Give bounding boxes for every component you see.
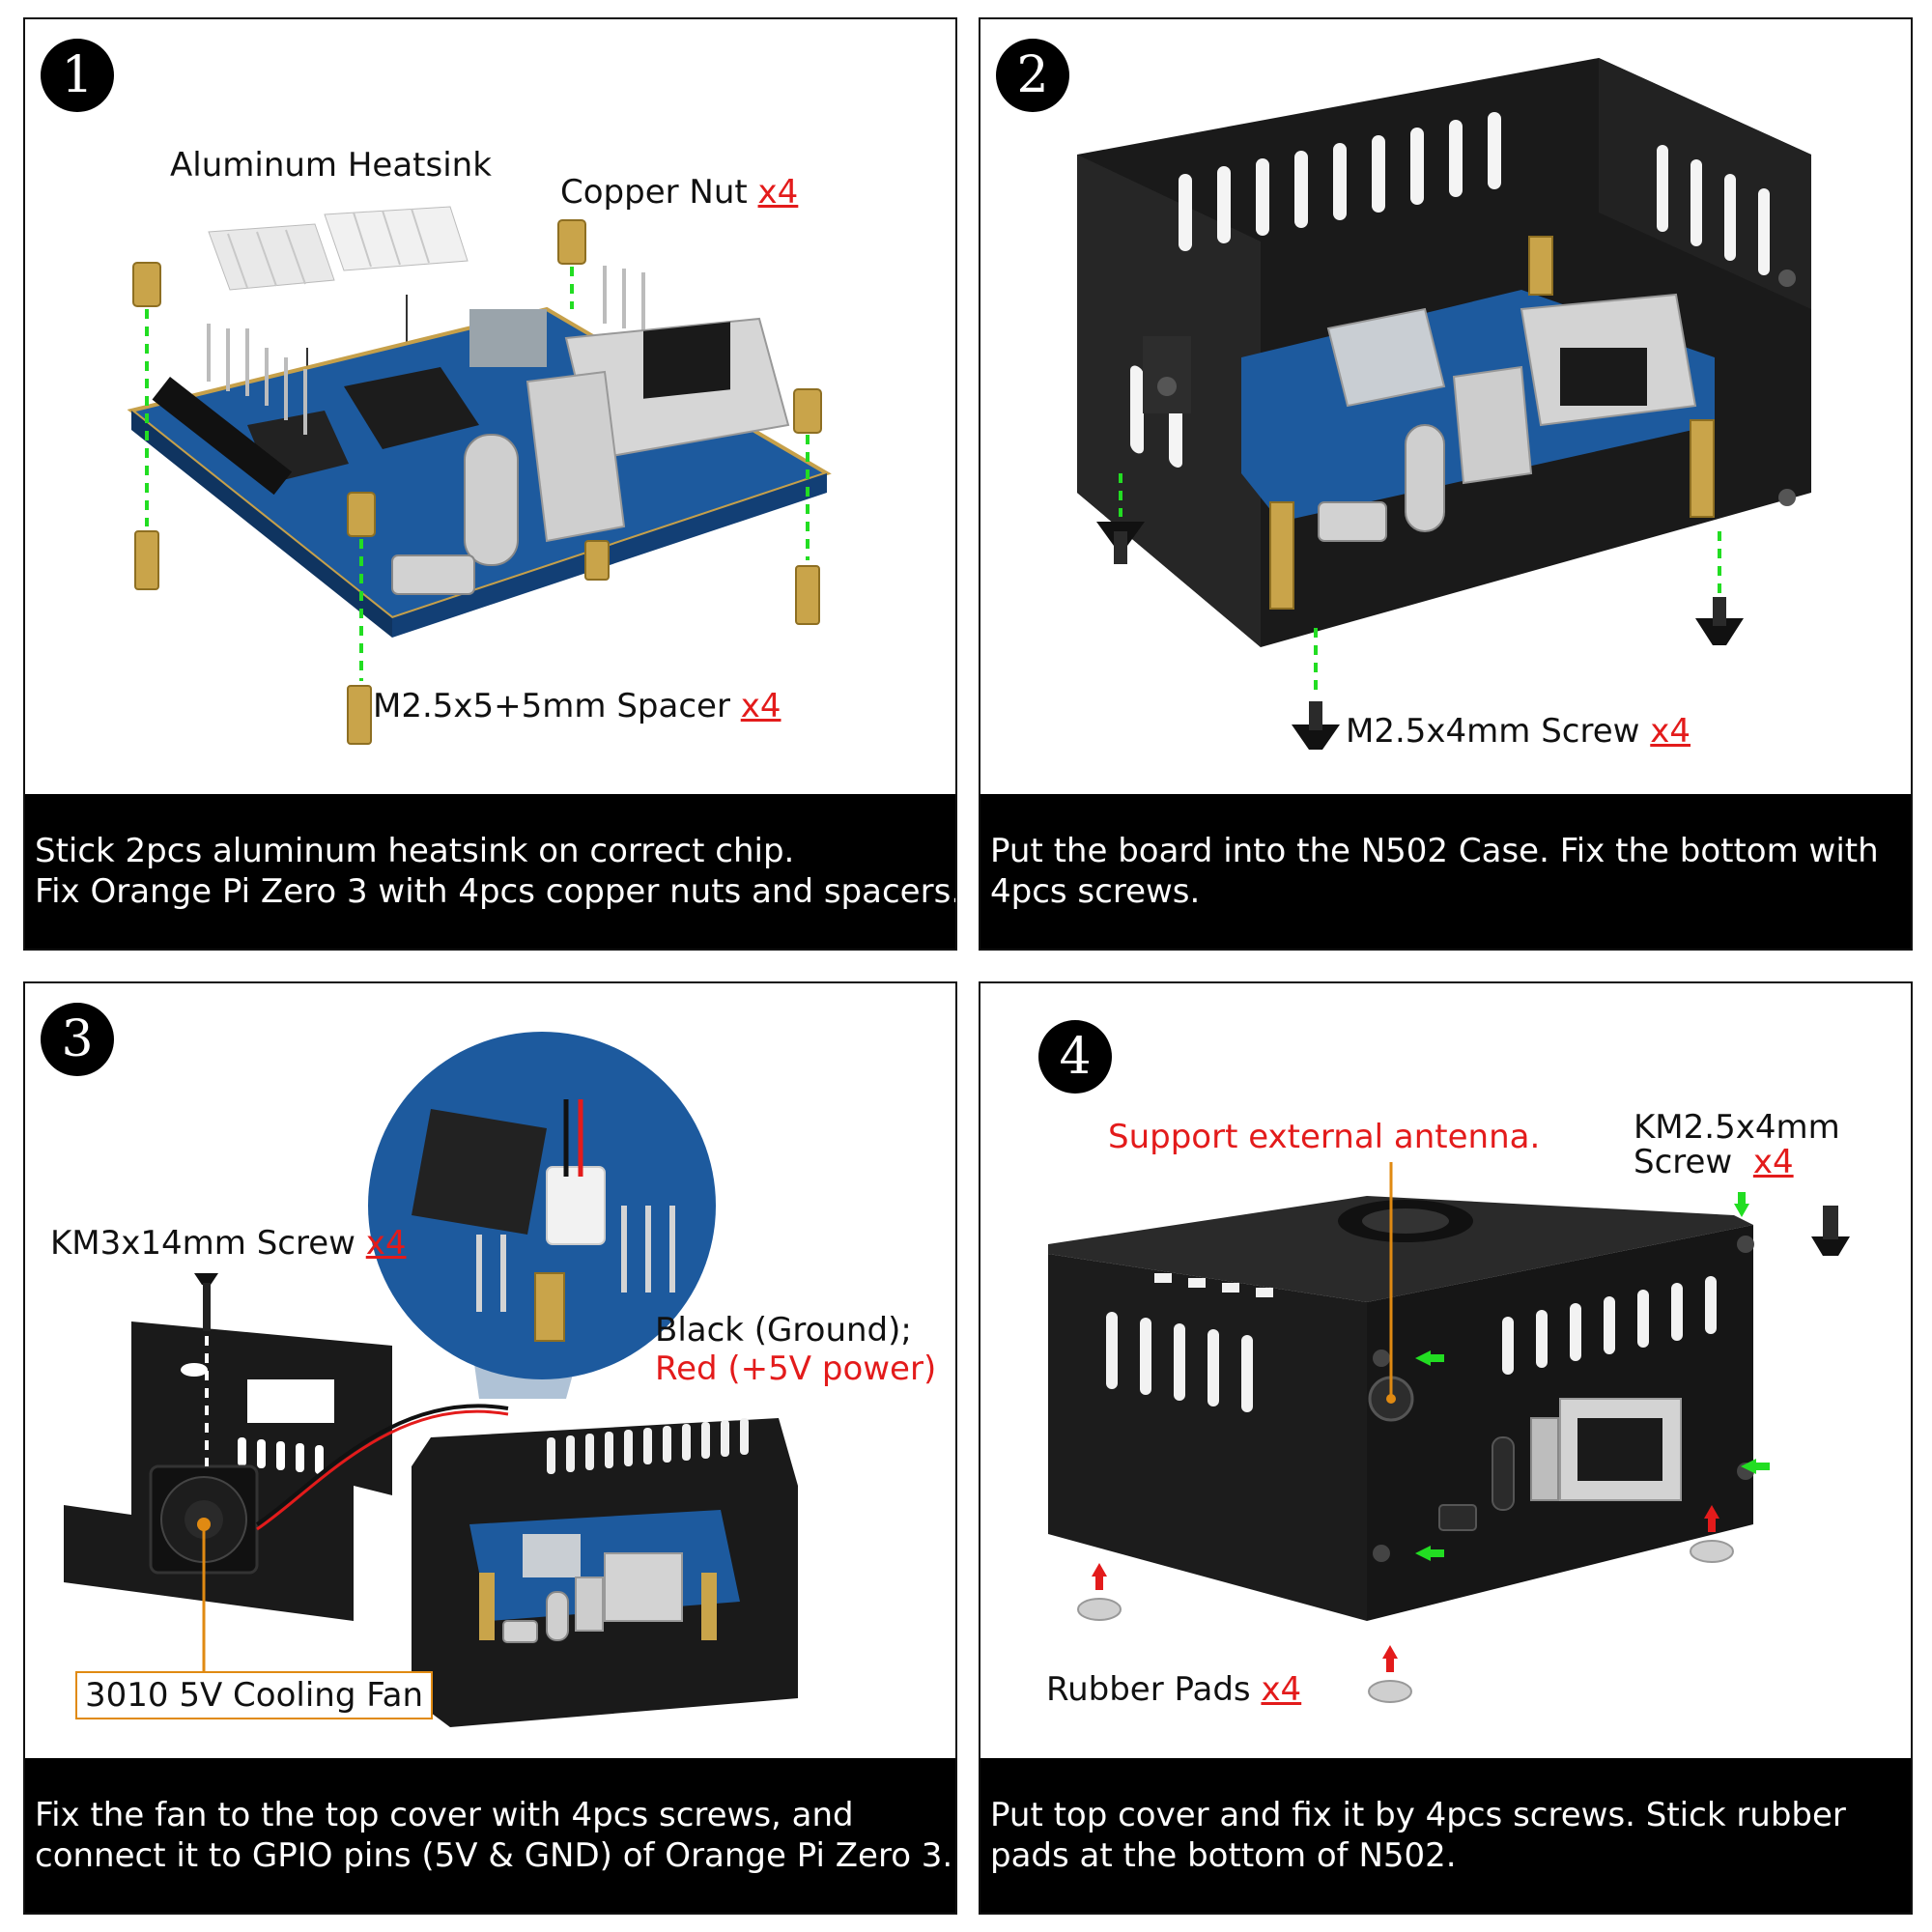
rubber-pads-name: Rubber Pads <box>1046 1670 1251 1709</box>
step-2-panel: 2 M2.5x4mm Screw x4 Put the board into t… <box>979 17 1913 951</box>
red-arrow <box>1092 1563 1107 1590</box>
caption-line-2: 4pcs screws. <box>990 872 1201 911</box>
assembled-case-illustration <box>1048 1162 1850 1703</box>
case-top-cover <box>1048 1196 1753 1302</box>
case-screw <box>1737 1236 1754 1253</box>
case-screw <box>1373 1350 1390 1367</box>
step-1-panel: 1 Aluminum Heatsink Copper Nut x4 M2.5x5… <box>23 17 957 951</box>
caption-line-2: pads at the bottom of N502. <box>990 1836 1457 1875</box>
caption-line-2: connect it to GPIO pins (5V & GND) of Or… <box>35 1836 953 1875</box>
fan-assembly-illustration <box>64 1032 798 1727</box>
copper-nut <box>347 492 376 537</box>
screw-name: M2.5x4mm Screw <box>1346 712 1640 751</box>
screw-name: Screw <box>1634 1143 1733 1181</box>
step-3-panel: 3 KM3x14mm Screw x4 Black (Ground); Red … <box>23 981 957 1915</box>
red-wire-label: Red (+5V power) <box>655 1350 937 1388</box>
case-left-side <box>1048 1254 1367 1621</box>
rubber-pad <box>1077 1598 1122 1621</box>
red-arrow <box>1704 1505 1719 1532</box>
rubber-pads-qty: x4 <box>1261 1670 1302 1709</box>
usb-c-port <box>464 434 519 566</box>
green-arrow <box>1415 1350 1444 1366</box>
screw <box>1292 724 1340 750</box>
soc-chip <box>412 1109 547 1235</box>
caption-line-1: Fix the fan to the top cover with 4pcs s… <box>35 1796 854 1834</box>
copper-nut <box>132 262 161 307</box>
step-caption: Put the board into the N502 Case. Fix th… <box>980 794 1911 949</box>
screw-label: KM3x14mm Screw x4 <box>50 1225 407 1262</box>
usb-c-port <box>1405 424 1445 532</box>
case-screw <box>1373 1545 1390 1562</box>
green-arrow <box>1415 1546 1444 1561</box>
copper-nut-label: Copper Nut x4 <box>560 174 798 211</box>
micro-hdmi-port <box>1318 501 1387 542</box>
micro-hdmi-port <box>391 554 475 595</box>
step-4-panel: 4 Support external antenna. KM2.5x4mm Sc… <box>979 981 1913 1915</box>
screw-qty: x4 <box>1752 1143 1794 1181</box>
screw-label: M2.5x4mm Screw x4 <box>1346 713 1690 750</box>
screw <box>1695 618 1744 645</box>
rubber-pads-label: Rubber Pads x4 <box>1046 1671 1301 1708</box>
green-arrow <box>1734 1192 1749 1217</box>
copper-nut <box>793 388 822 434</box>
screw-qty: x4 <box>365 1224 407 1263</box>
screw-label-line-2: Screw x4 <box>1634 1144 1794 1180</box>
caption-line-1: Put the board into the N502 Case. Fix th… <box>990 832 1879 870</box>
step-caption: Put top cover and fix it by 4pcs screws.… <box>980 1758 1911 1913</box>
cooling-fan-label: 3010 5V Cooling Fan <box>75 1671 434 1719</box>
usb-c-port <box>1492 1436 1515 1511</box>
step-number-badge: 2 <box>996 39 1069 112</box>
usb-port <box>1452 365 1533 485</box>
screw <box>194 1273 218 1285</box>
spacer-label: M2.5x5+5mm Spacer x4 <box>373 688 781 724</box>
copper-nut-name: Copper Nut <box>560 173 748 212</box>
spacer-qty: x4 <box>740 687 781 725</box>
heatsink <box>1326 307 1446 408</box>
screw-qty: x4 <box>1650 712 1691 751</box>
wifi-module <box>469 309 547 367</box>
heatsink-label: Aluminum Heatsink <box>170 146 492 185</box>
copper-nut-qty: x4 <box>757 173 799 212</box>
usb-port <box>526 370 626 543</box>
step-number-badge: 4 <box>1038 1020 1112 1094</box>
red-arrow <box>1382 1645 1398 1672</box>
soc-chip <box>344 367 479 449</box>
screw-name: KM3x14mm Screw <box>50 1224 355 1263</box>
rubber-pad <box>1690 1540 1734 1563</box>
usb-port <box>1530 1417 1559 1501</box>
heatsink-small <box>208 223 335 291</box>
caption-line-1: Stick 2pcs aluminum heatsink on correct … <box>35 832 795 870</box>
cover-cutout <box>247 1379 334 1423</box>
fan-connector <box>546 1166 606 1245</box>
micro-hdmi-port <box>1438 1504 1477 1531</box>
screw-label-line-1: KM2.5x4mm <box>1634 1108 1840 1147</box>
spacer <box>795 565 820 625</box>
screw <box>1811 1236 1850 1256</box>
antenna-label: Support external antenna. <box>1108 1118 1541 1156</box>
step-number-badge: 1 <box>41 39 114 112</box>
caption-line-1: Put top cover and fix it by 4pcs screws.… <box>990 1796 1846 1834</box>
green-arrow <box>1741 1459 1770 1474</box>
spacer <box>134 530 159 590</box>
board-in-case-illustration <box>1077 58 1811 750</box>
step-number-badge: 3 <box>41 1003 114 1076</box>
step-caption: Stick 2pcs aluminum heatsink on correct … <box>25 794 955 949</box>
heatsink-large <box>324 206 469 271</box>
spacer-name: M2.5x5+5mm Spacer <box>373 687 730 725</box>
rubber-pad <box>1368 1680 1412 1703</box>
board-heatsink-illustration <box>127 206 832 745</box>
copper-nut <box>557 219 586 265</box>
step-caption: Fix the fan to the top cover with 4pcs s… <box>25 1758 955 1913</box>
spacer <box>347 685 372 745</box>
spacer <box>584 540 610 581</box>
black-wire-label: Black (Ground); <box>655 1311 912 1350</box>
caption-line-2: Fix Orange Pi Zero 3 with 4pcs copper nu… <box>35 872 957 911</box>
ethernet-port <box>604 1552 683 1622</box>
